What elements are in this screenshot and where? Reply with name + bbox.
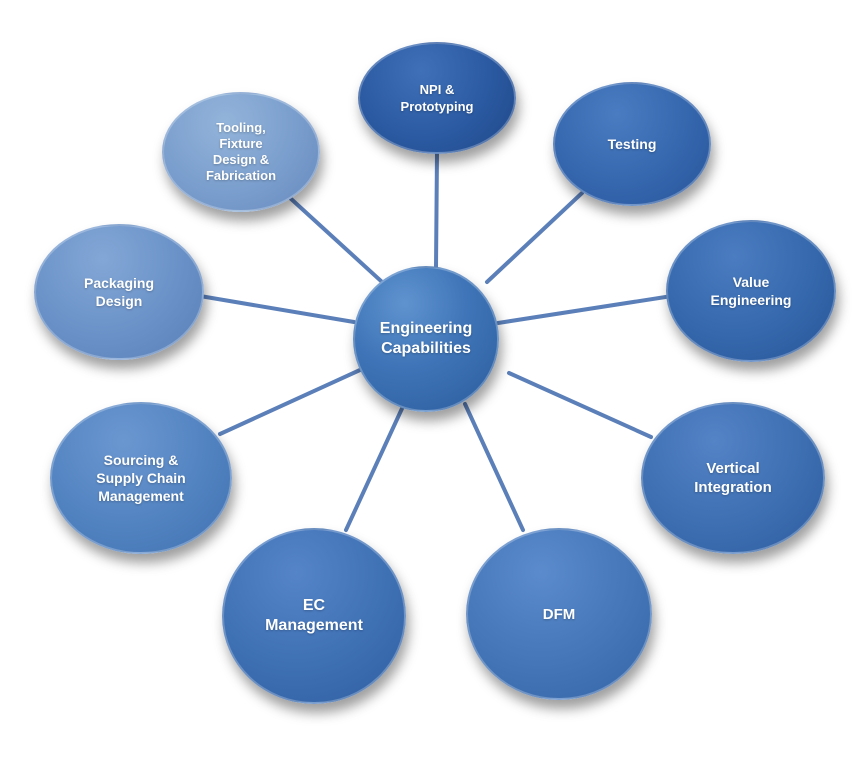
node-vertical-integration: Vertical Integration: [641, 402, 825, 554]
node-engineering-capabilities: Engineering Capabilities: [353, 266, 499, 412]
node-testing-label: Testing: [607, 136, 657, 152]
connector-packaging: [198, 294, 356, 324]
node-packaging-design: Packaging Design: [34, 224, 204, 360]
node-tooling-fixture: Tooling, Fixture Design & Fabrication: [162, 92, 320, 212]
node-vertical-integration-label: Vertical Integration: [694, 460, 772, 496]
node-npi-prototyping: NPI & Prototyping: [358, 42, 516, 154]
node-dfm: DFM: [466, 528, 652, 700]
node-sourcing-supply-chain: Sourcing & Supply Chain Management: [50, 402, 232, 554]
node-npi-prototyping-label: NPI & Prototyping: [400, 82, 474, 114]
node-dfm-label: DFM: [542, 605, 576, 623]
connector-value-engineering: [496, 294, 674, 325]
connector-sourcing: [218, 368, 362, 436]
node-value-engineering-label: Value Engineering: [710, 274, 792, 308]
node-testing: Testing: [553, 82, 711, 206]
connector-tooling: [287, 195, 383, 283]
connector-npi: [434, 150, 439, 270]
node-value-engineering: Value Engineering: [666, 220, 836, 362]
connector-dfm: [463, 402, 525, 532]
node-tooling-fixture-label: Tooling, Fixture Design & Fabrication: [205, 120, 277, 183]
node-packaging-design-label: Packaging Design: [83, 275, 155, 309]
node-ec-management-label: EC Management: [265, 597, 363, 634]
connector-testing: [485, 191, 584, 284]
center-label: Engineering Capabilities: [379, 320, 473, 357]
connector-ec-management: [344, 400, 407, 532]
node-sourcing-supply-chain-label: Sourcing & Supply Chain Management: [96, 452, 186, 504]
connector-vertical-integration: [507, 371, 653, 439]
node-ec-management: EC Management: [222, 528, 406, 704]
